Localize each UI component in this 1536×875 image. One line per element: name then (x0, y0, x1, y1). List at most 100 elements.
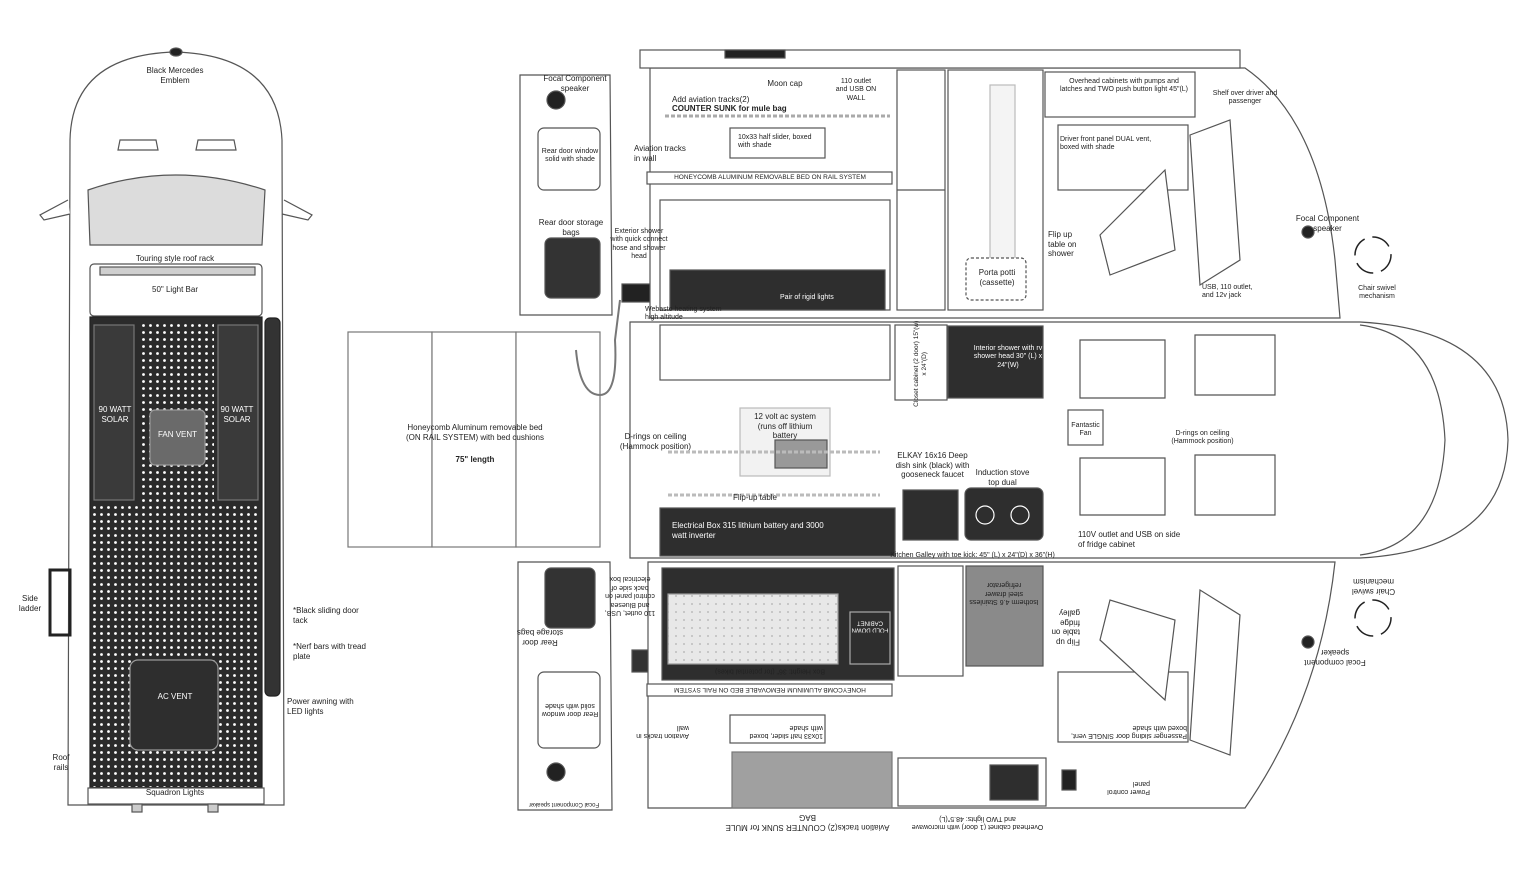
label-speaker-top: Focal Component speaker (543, 74, 607, 93)
rear-bumper (87, 787, 265, 805)
label-d-rings-rear: D-rings on ceiling (Hammock position) (619, 432, 692, 451)
label-bed: Honeycomb Aluminum removable bed (ON RAI… (406, 423, 544, 442)
removable-bed (347, 331, 601, 548)
microwave (989, 764, 1039, 801)
label-electrical-box: Electrical Box 315 lithium battery and 3… (672, 521, 824, 540)
label-interior-shower: Interior shower with rv shower head 30" … (973, 345, 1043, 369)
driver-wall-view (639, 49, 1341, 319)
label-shelf: Shelf over driver and passenger (1212, 90, 1278, 106)
fan-vent (149, 409, 206, 466)
sink (902, 489, 959, 541)
label-flip-fridge: Flip up table on fridge galley (1051, 608, 1080, 647)
squadron-light-right (207, 803, 219, 813)
label-ac-vent: AC VENT (157, 692, 193, 701)
bed-panel-1 (347, 331, 433, 548)
label-fridge-outlet: 110V outlet and USB on side of fridge ca… (1078, 530, 1181, 549)
windshield (87, 174, 266, 246)
label-usb-outlet: USB, 110 outlet, and 12v jack (1202, 284, 1253, 300)
label-rigid-lights: Pair of rigid lights (780, 294, 834, 301)
label-counter-sunk: COUNTER SUNK for mule bag (672, 104, 787, 113)
driver-panel (1057, 124, 1189, 191)
label-swivel-top: Chair swivel mechanism (1358, 285, 1396, 301)
label-d-rings-front: D-rings on ceiling (Hammock position) (1171, 430, 1234, 446)
label-stove: Induction stove top dual (975, 468, 1030, 487)
rear-door-bottom (517, 561, 657, 811)
speaker-bottom-icon (546, 762, 566, 782)
label-moon-cap: Moon cap (767, 79, 803, 88)
label-galley: Kitchen Galley with toe kick: 45" (L) x … (890, 552, 1055, 559)
label-webasto: Webasto heating system high altitude (645, 306, 722, 322)
label-solar-right: 90 WATT SOLAR (220, 405, 254, 424)
label-aviation-in-wall-bottom: Aviation tracks in wall (636, 723, 689, 739)
mercedes-emblem (169, 47, 183, 57)
label-swivel-bottom: Chair swivel mechanism (1351, 577, 1396, 597)
van-top-view (39, 47, 313, 813)
half-slider-window (729, 127, 826, 159)
swivel-arrow-icon-bottom (1354, 599, 1392, 637)
label-speaker-bottom: Focal Component speaker (528, 801, 600, 808)
label-outlet-bottom: 110 outlet, USB, and Bluesea control pan… (604, 575, 656, 616)
roof-rack-side (639, 49, 1241, 69)
lights-strip (669, 269, 886, 311)
label-awning: Power awning with LED lights (287, 697, 354, 716)
label-squadron: Squadron Lights (145, 788, 205, 797)
label-sliding-panel: Passenger sliding door SINGLE vent, boxe… (1071, 723, 1187, 739)
rear-seat-2 (1079, 457, 1166, 516)
galley-cabinet (897, 565, 964, 677)
storage-bag-bottom-icon (544, 567, 596, 629)
mirror-left (39, 199, 71, 221)
roof-rack-frame (89, 263, 263, 317)
shower-drain (989, 84, 1016, 286)
label-driver-panel: Driver front panel DUAL vent, boxed with… (1060, 136, 1152, 152)
label-bed-length: 75" length (455, 455, 495, 464)
label-aviation-tracks: Add aviation tracks(2) (672, 95, 750, 104)
dashboard (1359, 324, 1446, 556)
fridge (965, 565, 1044, 667)
bed-rail-label-box-bottom (646, 683, 893, 697)
electrical-box (659, 507, 896, 557)
label-porta-potti: Porta potti (cassette) (978, 268, 1016, 287)
speaker-passenger-icon (1301, 635, 1315, 649)
squadron-light-left (131, 803, 143, 813)
passenger-seat (1099, 599, 1176, 702)
solar-panel-left (93, 324, 135, 501)
ac-inner (774, 439, 828, 469)
label-counter-sunk-bottom: Aviation tracks(2) COUNTER SUNK for MULE… (725, 813, 890, 833)
label-sink: ELKAY 16x16 Deep dish sink (black) with … (895, 451, 970, 480)
label-door-track: *Black sliding door tack (293, 606, 359, 625)
rear-seat-1 (1079, 339, 1166, 399)
rear-bench-floor (659, 324, 891, 381)
mule-bag (731, 751, 893, 809)
door-window-top (537, 127, 601, 191)
label-bags-top: Rear door storage bags (538, 218, 604, 237)
label-light-bar: 50" Light Bar (152, 285, 198, 294)
bed-panel-3 (515, 331, 601, 548)
label-solar-left: 90 WATT SOLAR (98, 405, 132, 424)
fold-down-cabinet (849, 611, 891, 665)
label-outlet-wall: 110 outlet and USB ON WALL (835, 78, 877, 102)
roof-rack-top-bar (724, 49, 786, 59)
door-window-bottom (537, 671, 601, 749)
rear-door-top (519, 74, 651, 316)
sliding-door-track (264, 317, 281, 697)
label-window-top: Rear door window solid with shade (541, 148, 599, 164)
label-fantastic-fan: Fantastic Fan (1071, 422, 1100, 438)
shower-hose (575, 299, 621, 397)
label-side-ladder: Side ladder (18, 594, 42, 613)
label-half-slider: 10x33 half slider, boxed with shade (738, 134, 812, 150)
label-ac-system: 12 volt ac system (runs off lithium batt… (754, 412, 816, 441)
mirror-right (281, 199, 313, 221)
label-box-height: Box Height: 36" (for potential bikes) (715, 667, 825, 675)
storage-bag-top-icon (544, 237, 601, 299)
label-focal-speaker-passenger: Focal component speaker (1304, 648, 1366, 668)
light-bar (99, 266, 256, 276)
passenger-wall-view (646, 561, 1336, 809)
floor-plan (629, 321, 1509, 559)
label-bed-rail: HONEYCOMB ALUMINUM REMOVABLE BED ON RAIL… (674, 174, 866, 181)
swivel-arrow-icon-top (1354, 236, 1392, 274)
label-flip-table: Flip-up table (732, 493, 778, 502)
stove (964, 487, 1044, 541)
label-fan-vent: FAN VENT (157, 430, 198, 439)
label-emblem: Black Mercedes Emblem (146, 66, 204, 85)
